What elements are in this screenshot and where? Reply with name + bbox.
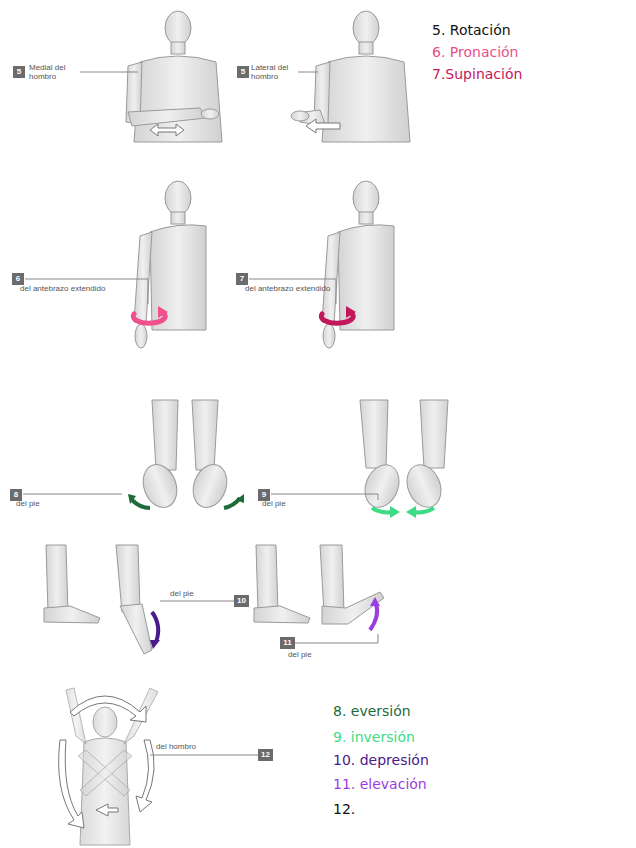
callout-number: 12 — [261, 751, 270, 759]
figure-label: del antebrazo extendido — [20, 284, 105, 293]
callout-box: 7 — [236, 273, 248, 285]
answer-item: 5. Rotación — [432, 22, 511, 38]
answer-item: 8. eversión — [333, 703, 411, 719]
callout-number: 5 — [240, 68, 246, 76]
answer-item: 9. inversión — [333, 729, 415, 745]
callout-number: 10 — [237, 597, 246, 605]
callout-number: 7 — [239, 275, 245, 283]
callout-box: 12 — [258, 749, 273, 761]
answer-item: 6. Pronación — [432, 44, 519, 60]
answer-item: 12. — [333, 801, 355, 817]
callout-box: 6 — [12, 273, 24, 285]
callout-number: 9 — [261, 491, 267, 499]
figure-label: Lateral del hombro — [251, 63, 297, 81]
figure-label: del pie — [262, 499, 286, 508]
figure-label: del antebrazo extendido — [245, 284, 330, 293]
figure-label: del pie — [170, 589, 194, 598]
answer-item: 11. elevación — [333, 776, 427, 792]
callout-number: 5 — [16, 68, 22, 76]
figure-label: Medial del hombro — [29, 63, 79, 81]
answer-item: 10. depresión — [333, 752, 429, 768]
figure-label: del hombro — [156, 742, 196, 751]
callout-box: 5 — [13, 66, 25, 78]
callout-box: 5 — [237, 66, 249, 78]
figure-label: del pie — [16, 499, 40, 508]
callout-number: 11 — [283, 639, 292, 647]
callout-box: 10 — [234, 595, 249, 607]
figure-label: del pie — [288, 650, 312, 659]
callout-number: 6 — [15, 275, 21, 283]
callout-number: 8 — [13, 491, 19, 499]
answer-item: 7.Supinación — [432, 66, 522, 82]
callout-box: 11 — [280, 637, 295, 649]
